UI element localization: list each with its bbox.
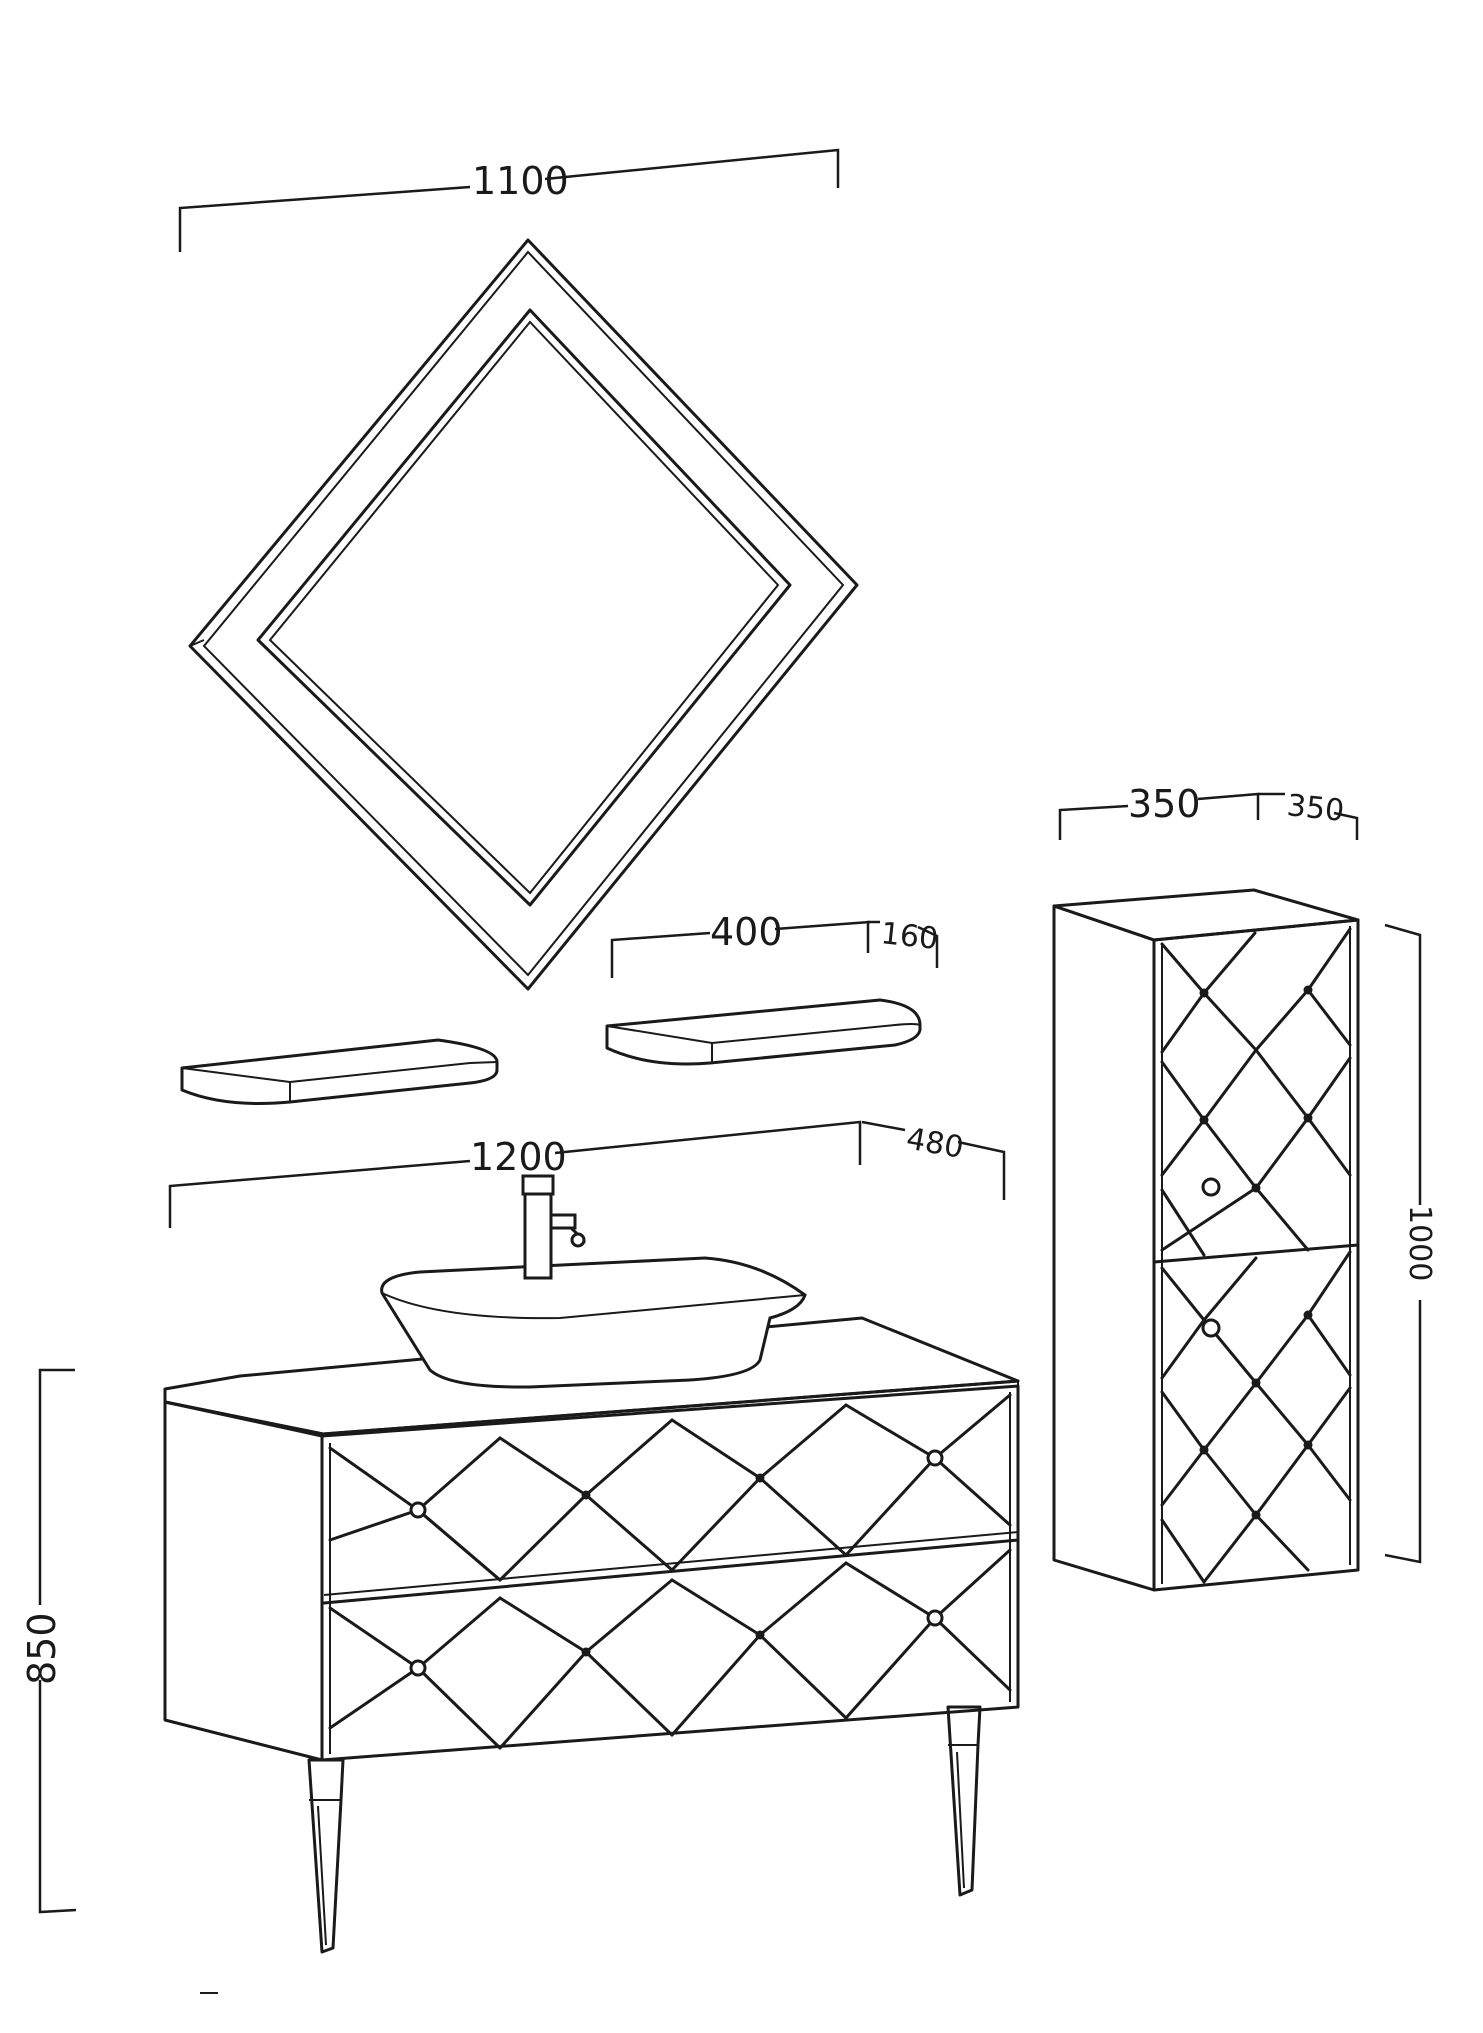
shelf-length-label: 400 bbox=[710, 910, 783, 954]
vanity-cabinet bbox=[163, 1316, 1020, 1762]
shelf-depth-label: 160 bbox=[879, 916, 940, 957]
door-knob bbox=[1201, 1318, 1221, 1338]
drawer-knob bbox=[926, 1609, 944, 1627]
tall-upper-door-lattice bbox=[1160, 927, 1352, 1257]
cabinet-width-label: 1200 bbox=[470, 1135, 567, 1179]
cabinet-depth-label: 480 bbox=[904, 1121, 966, 1165]
cabinet-height-label: 850 bbox=[20, 1612, 64, 1685]
shelf-dimensions: 400 160 bbox=[610, 910, 940, 978]
upper-drawer-lattice bbox=[328, 1393, 1012, 1582]
faucet bbox=[521, 1174, 586, 1280]
drawer-knob bbox=[409, 1659, 427, 1677]
tall-unit-depth-label: 350 bbox=[1285, 788, 1346, 829]
door-knob bbox=[1201, 1177, 1221, 1197]
mirror-width-dimension: 1100 bbox=[178, 148, 840, 252]
tall-unit bbox=[1052, 888, 1360, 1592]
tall-unit-width-label: 350 bbox=[1128, 782, 1201, 826]
vessel-basin bbox=[380, 1256, 807, 1389]
cabinet-height-dimension: 850 bbox=[20, 1368, 77, 1914]
tall-lower-door-lattice bbox=[1160, 1250, 1352, 1584]
diamond-mirror bbox=[188, 238, 859, 991]
cabinet-legs bbox=[307, 1705, 982, 1954]
mirror-width-label: 1100 bbox=[472, 159, 569, 203]
tall-unit-top-dimension: 350 350 bbox=[1058, 782, 1359, 840]
tall-unit-height-dimension: 1000 bbox=[1384, 923, 1437, 1564]
floating-shelf-left bbox=[180, 1038, 499, 1105]
drawer-knob bbox=[926, 1449, 944, 1467]
floating-shelf-right bbox=[605, 998, 922, 1066]
lower-drawer-lattice bbox=[328, 1548, 1012, 1750]
tall-unit-height-label: 1000 bbox=[1402, 1205, 1437, 1281]
cabinet-depth-dimension: 480 bbox=[861, 1120, 1006, 1200]
cabinet-width-dimension: 1200 bbox=[168, 1120, 862, 1228]
drawer-knob bbox=[409, 1501, 427, 1519]
